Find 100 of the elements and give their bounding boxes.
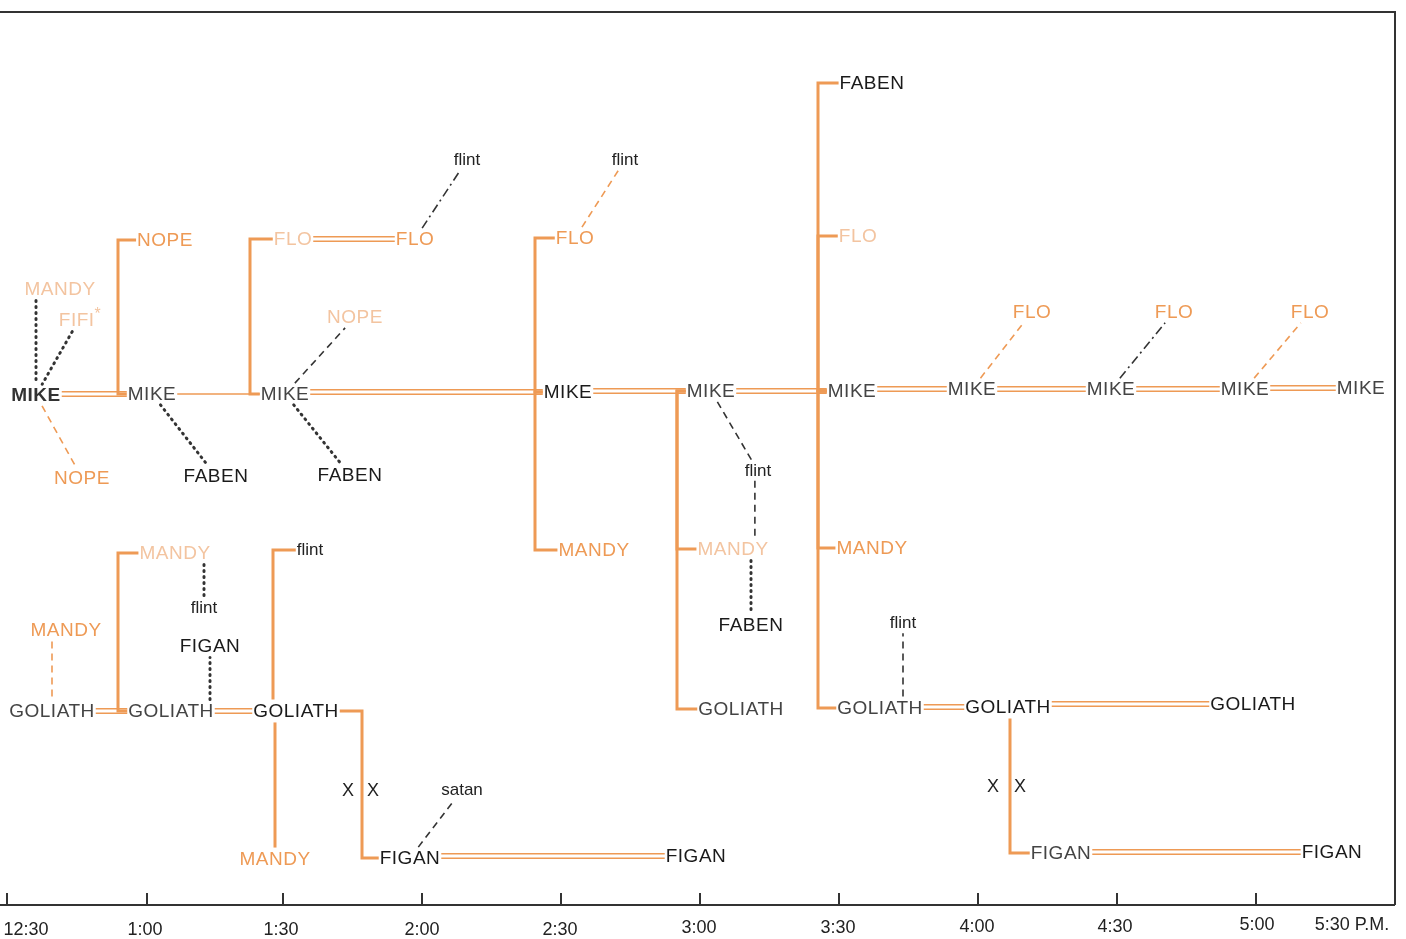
name-label: MIKE xyxy=(260,383,310,405)
bracket-line xyxy=(1008,718,1030,855)
dashed-line xyxy=(979,322,1025,379)
double-line xyxy=(95,708,128,714)
name-label: FABEN xyxy=(839,72,905,94)
double-line xyxy=(1091,849,1302,855)
name-label: MANDY xyxy=(139,542,211,564)
double-line xyxy=(309,389,544,395)
name-label: satan xyxy=(441,780,483,800)
dashed-line xyxy=(1119,322,1166,379)
name-label: flint xyxy=(190,598,218,618)
name-label: FLO xyxy=(1154,301,1194,323)
name-label: flint xyxy=(453,150,481,170)
double-line xyxy=(1135,386,1221,392)
double-line xyxy=(876,386,948,392)
bracket-line xyxy=(675,389,698,711)
time-label: 1:30 xyxy=(263,918,299,939)
name-label: GOLIATH xyxy=(253,700,339,722)
time-label: 4:00 xyxy=(959,915,995,937)
dashed-line xyxy=(581,168,620,228)
name-label: FABEN xyxy=(718,614,784,636)
dashed-line xyxy=(716,401,754,463)
name-label: FABEN xyxy=(183,465,249,487)
name-label: FLO xyxy=(555,227,595,249)
double-line xyxy=(735,388,828,394)
time-label: 4:30 xyxy=(1097,915,1133,937)
time-label: 2:30 xyxy=(542,918,578,939)
name-label: flint xyxy=(611,150,639,170)
name-label: MIKE xyxy=(127,383,177,405)
name-label: FIGAN xyxy=(665,845,727,867)
time-label: 5:30 P.M. xyxy=(1314,913,1390,935)
cross-mark: X xyxy=(987,775,999,797)
name-label: GOLIATH xyxy=(9,700,95,722)
double-line xyxy=(440,853,666,859)
bracket-line xyxy=(116,238,137,396)
name-label: MIKE xyxy=(11,384,61,406)
name-label: MANDY xyxy=(24,278,96,300)
cross-mark: X xyxy=(367,779,379,801)
dashed-line xyxy=(902,632,904,698)
double-line xyxy=(61,391,128,397)
name-label: FLO xyxy=(838,225,878,247)
bracket-line xyxy=(271,548,296,700)
bracket-line xyxy=(533,390,558,552)
name-label: FABEN xyxy=(317,464,383,486)
double-line xyxy=(1051,701,1210,707)
bracket-line xyxy=(248,237,273,396)
time-label: 3:00 xyxy=(681,916,717,938)
name-label: MIKE xyxy=(1336,377,1386,399)
name-label: NOPE xyxy=(327,306,383,328)
name-label: flint xyxy=(744,461,772,481)
name-label: FIFI$^{*}$ xyxy=(58,304,102,332)
dotted-line xyxy=(40,330,74,386)
double-line xyxy=(923,704,965,710)
name-label: MIKE xyxy=(1086,378,1136,400)
name-label: MIKE xyxy=(543,381,593,403)
dotted-line xyxy=(292,403,343,466)
name-label: GOLIATH xyxy=(965,696,1051,718)
name-label: MIKE xyxy=(827,380,877,402)
double-line xyxy=(312,236,396,242)
name-label: MANDY xyxy=(239,848,311,870)
name-label: FLO xyxy=(1012,301,1052,323)
name-label: FIGAN xyxy=(1030,842,1092,864)
name-label: FLO xyxy=(395,228,435,250)
name-label: GOLIATH xyxy=(1210,693,1296,715)
name-label: MANDY xyxy=(836,537,908,559)
name-label: FIGAN xyxy=(1301,841,1363,863)
time-label: 3:30 xyxy=(820,916,856,938)
name-label: MIKE xyxy=(1220,378,1270,400)
bracket-line xyxy=(116,551,139,713)
name-label: MANDY xyxy=(558,539,630,561)
name-label: flint xyxy=(889,613,917,633)
name-label: FLO xyxy=(273,228,313,250)
name-label: FIGAN xyxy=(379,847,441,869)
name-label: flint xyxy=(296,540,324,560)
bracket-line xyxy=(339,709,379,860)
name-label: MANDY xyxy=(697,538,769,560)
bracket-line xyxy=(533,236,555,394)
double-line xyxy=(592,388,687,394)
name-label: MIKE xyxy=(686,380,736,402)
name-label: GOLIATH xyxy=(698,698,784,720)
time-label: 12:30 xyxy=(3,918,49,939)
name-label: FIGAN xyxy=(179,635,241,657)
time-label: 5:00 xyxy=(1239,913,1275,935)
bracket-line xyxy=(273,722,277,848)
dotted-line xyxy=(208,655,212,702)
double-line xyxy=(214,708,253,714)
name-label: MANDY xyxy=(30,619,102,641)
name-label: GOLIATH xyxy=(128,700,214,722)
cross-mark: X xyxy=(342,779,354,801)
dashed-line xyxy=(294,327,346,384)
double-line xyxy=(996,386,1087,392)
time-label: 1:00 xyxy=(127,918,163,939)
name-label: NOPE xyxy=(137,229,193,251)
bracket-line xyxy=(816,234,838,393)
cross-mark: X xyxy=(1014,775,1026,797)
name-label: NOPE xyxy=(54,467,110,489)
bracket-line xyxy=(816,389,837,710)
name-label: MIKE xyxy=(947,378,997,400)
double-line xyxy=(1269,385,1337,391)
dashed-line xyxy=(754,479,756,539)
